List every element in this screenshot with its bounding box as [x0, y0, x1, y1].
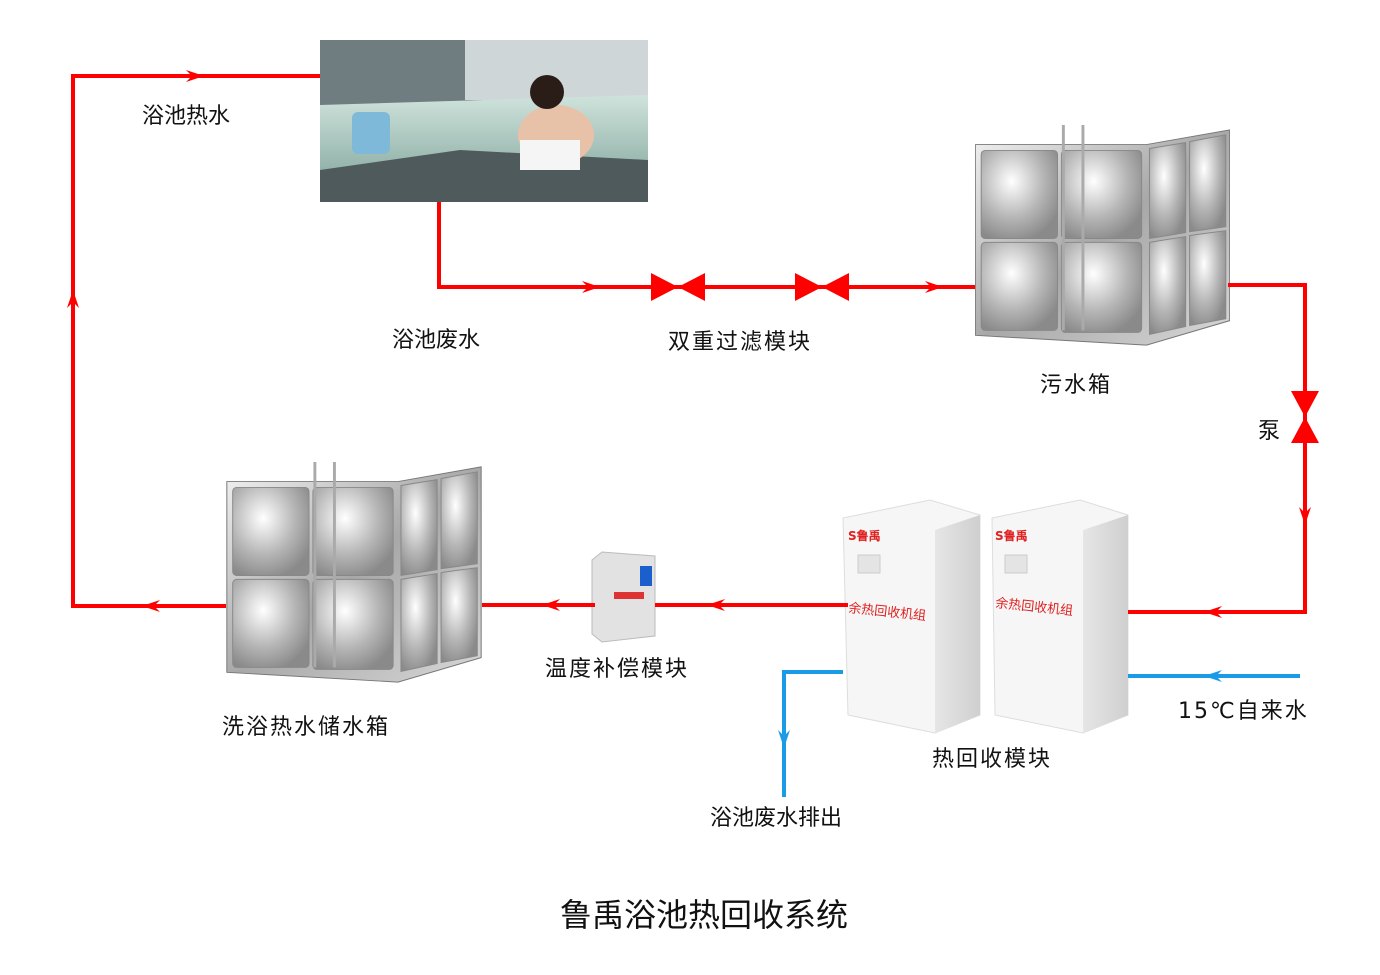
valve-icon	[795, 273, 849, 301]
label-pool-hot-water: 浴池热水	[142, 104, 231, 129]
pump-pipe	[1128, 283, 1307, 614]
diagram-title: 鲁禹浴池热回收系统	[560, 896, 849, 934]
pump-icon	[1291, 391, 1319, 443]
label-pump: 泵	[1258, 419, 1283, 444]
storage-tank-image	[226, 462, 482, 684]
flow-arrows	[67, 70, 1311, 618]
valve-icon	[651, 273, 705, 301]
label-temp-compensation: 温度补偿模块	[545, 657, 690, 682]
waste-water-pipe	[437, 202, 975, 289]
filter-valves	[651, 273, 849, 301]
label-waste-discharge: 浴池废水排出	[710, 806, 843, 831]
label-pool-waste-water: 浴池废水	[392, 328, 481, 353]
label-heat-recovery: 热回收模块	[932, 747, 1053, 772]
heat-recovery-unit-1: S鲁禹 余热回收机组	[842, 499, 981, 734]
brand-logo: S鲁禹	[848, 528, 881, 543]
brand-logo: S鲁禹	[995, 528, 1028, 543]
sewage-tank-image	[975, 125, 1230, 347]
label-sewage-tank: 污水箱	[1040, 373, 1113, 398]
bath-pool-photo	[320, 40, 648, 202]
label-bath-storage-tank: 洗浴热水储水箱	[222, 715, 391, 740]
label-tap-water: 15℃自来水	[1178, 699, 1309, 724]
discharge-pipe	[782, 670, 843, 797]
temp-compensation-device	[591, 551, 656, 643]
cold-flow-arrows	[778, 670, 1222, 748]
label-dual-filter: 双重过滤模块	[668, 330, 813, 355]
heat-recovery-unit-2: S鲁禹 余热回收机组	[991, 499, 1129, 734]
